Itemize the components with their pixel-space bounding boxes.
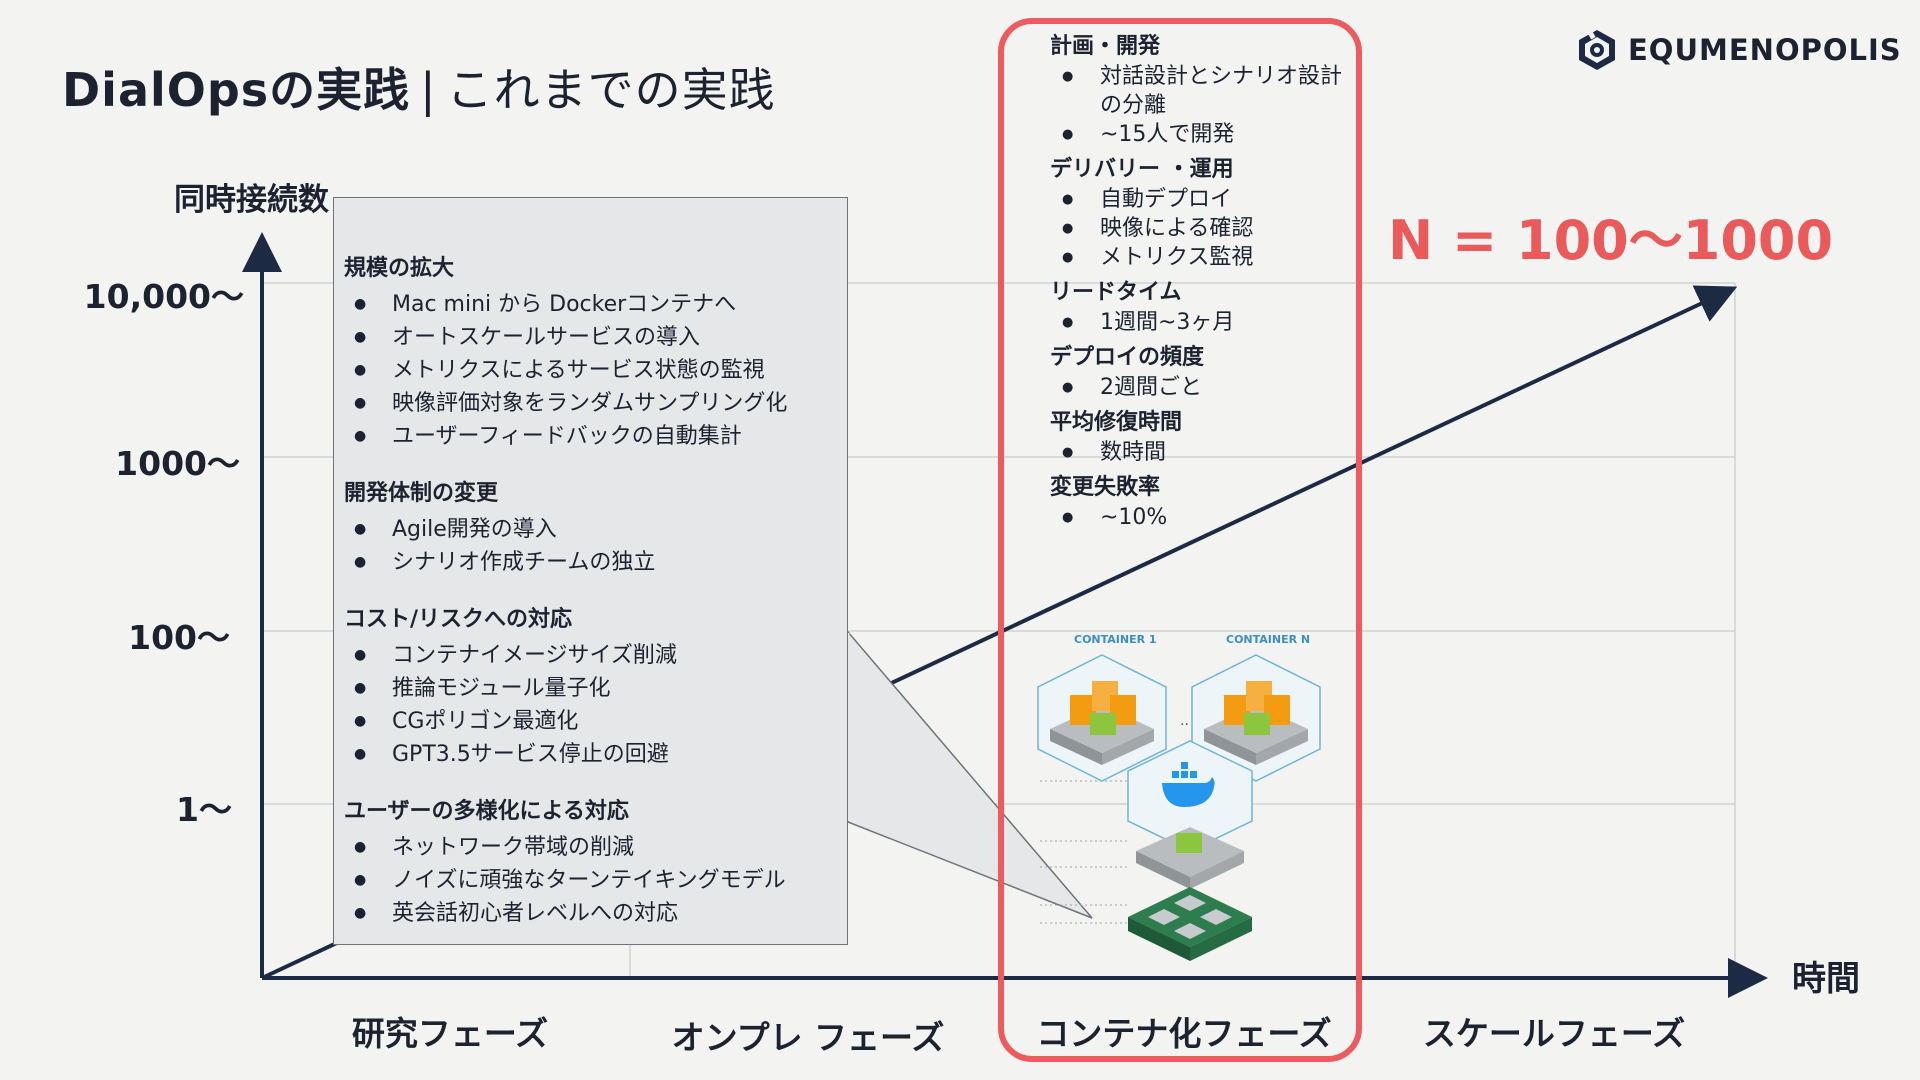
metrics-section: 計画・開発対話設計とシナリオ設計の分離~15人で開発: [1050, 32, 1360, 149]
phase-label-research: 研究フェーズ: [351, 1014, 549, 1053]
x-axis-label: 時間: [1792, 959, 1860, 999]
metrics-section-heading: リードタイム: [1050, 280, 1182, 305]
docker-layer-icon: [1127, 740, 1253, 889]
container-1-icon: [1037, 654, 1167, 782]
metrics-list-item: メトリクス監視: [1050, 243, 1360, 272]
y-tick-label: 1000〜: [115, 444, 240, 483]
callout-list-item: 映像評価対象をランダムサンプリング化: [344, 387, 835, 420]
phase-label-onprem: オンプレ フェーズ: [671, 1018, 945, 1057]
callout-section-heading: コスト/リスクへの対応: [344, 607, 573, 632]
metrics-list: 自動デプロイ映像による確認メトリクス監視: [1050, 185, 1360, 272]
callout-section: 規模の拡大 Mac mini から Dockerコンテナへオートスケールサービスの…: [344, 250, 835, 453]
metrics-list: 2週間ごと: [1050, 373, 1360, 402]
metrics-section: 平均修復時間数時間: [1050, 408, 1360, 467]
callout-list-item: コンテナイメージサイズ削減: [344, 639, 835, 672]
metrics-list-item: 対話設計とシナリオ設計の分離: [1050, 62, 1360, 120]
metrics-section-heading: デプロイの頻度: [1050, 345, 1205, 370]
metrics-list: 数時間: [1050, 438, 1360, 467]
y-axis-label: 同時接続数: [174, 182, 329, 218]
metrics-list-item: ~15人で開発: [1050, 120, 1360, 149]
metrics-list: ~10%: [1050, 503, 1360, 532]
callout-list-item: ノイズに頑強なターンテイキングモデル: [344, 864, 835, 897]
metrics-section: デプロイの頻度 2週間ごと: [1050, 343, 1360, 402]
metrics-section: 変更失敗率 ~10%: [1050, 473, 1360, 532]
metrics-list-item: 1週間~3ヶ月: [1050, 308, 1360, 337]
callout-box: 規模の拡大 Mac mini から Dockerコンテナへオートスケールサービスの…: [333, 197, 848, 945]
metrics-section: リードタイム 1週間~3ヶ月: [1050, 278, 1360, 337]
callout-list-item: 英会話初心者レベルへの対応: [344, 897, 835, 930]
callout-list-item: CGポリゴン最適化: [344, 705, 835, 738]
metrics-section-heading: 変更失敗率: [1050, 475, 1161, 500]
callout-section: ユーザーの多様化による対応ネットワーク帯域の削減ノイズに頑強なターンテイキングモ…: [344, 793, 835, 930]
title-separator: |: [420, 63, 437, 117]
container-1-label: CONTAINER 1: [1074, 633, 1157, 646]
svg-text:..: ..: [1180, 713, 1189, 729]
hardware-board-icon: [1128, 887, 1252, 961]
callout-list: コンテナイメージサイズ削減推論モジュール量子化CGポリゴン最適化GPT3.5サー…: [344, 639, 835, 771]
metrics-list-item: 自動デプロイ: [1050, 185, 1360, 214]
callout-list-item: ネットワーク帯域の削減: [344, 831, 835, 864]
callout-list-item: Agile開発の導入: [344, 513, 835, 546]
callout-list: ネットワーク帯域の削減ノイズに頑強なターンテイキングモデル英会話初心者レベルへの…: [344, 831, 835, 930]
callout-section-heading: 規模の拡大: [344, 256, 455, 281]
callout-section: コスト/リスクへの対応コンテナイメージサイズ削減推論モジュール量子化CGポリゴン…: [344, 601, 835, 771]
callout-list: Agile開発の導入シナリオ作成チームの独立: [344, 513, 835, 579]
callout-list-item: Mac mini から Dockerコンテナへ: [344, 288, 835, 321]
page-title: DialOpsの実践|これまでの実践: [62, 54, 776, 120]
metrics-list-item: 数時間: [1050, 438, 1360, 467]
callout-list-item: メトリクスによるサービス状態の監視: [344, 354, 835, 387]
callout-section-heading: 開発体制の変更: [344, 481, 499, 506]
logo: EQUMENOPOLIS: [1576, 28, 1902, 72]
y-tick-label: 10,000〜: [83, 277, 244, 316]
callout-list-item: ユーザーフィードバックの自動集計: [344, 420, 835, 453]
callout-list-item: 推論モジュール量子化: [344, 672, 835, 705]
y-tick-label: 100〜: [128, 618, 230, 657]
container-n-label: CONTAINER N: [1226, 633, 1310, 646]
callout-section: 開発体制の変更 Agile開発の導入シナリオ作成チームの独立: [344, 475, 835, 579]
metrics-section-heading: 平均修復時間: [1050, 410, 1183, 435]
metrics-section-heading: 計画・開発: [1050, 34, 1161, 59]
title-light: これまでの実践: [446, 63, 776, 117]
callout-list-item: GPT3.5サービス停止の回避: [344, 738, 835, 771]
phase-label-scale: スケールフェーズ: [1422, 1014, 1686, 1053]
y-tick-label: 1〜: [176, 790, 232, 829]
container-n-icon: [1191, 654, 1321, 782]
n-annotation: N = 100〜1000: [1388, 209, 1834, 272]
container-phase-highlight: [998, 18, 1362, 1062]
callout-list-item: シナリオ作成チームの独立: [344, 546, 835, 579]
metrics-section: デリバリー ・運用自動デプロイ映像による確認メトリクス監視: [1050, 155, 1360, 272]
callout-list-item: オートスケールサービスの導入: [344, 321, 835, 354]
logo-text: EQUMENOPOLIS: [1628, 33, 1902, 67]
metrics-section-heading: デリバリー ・運用: [1050, 157, 1234, 182]
phase-label-container: コンテナ化フェーズ: [1036, 1014, 1332, 1053]
metrics-list: 1週間~3ヶ月: [1050, 308, 1360, 337]
metrics-list: 対話設計とシナリオ設計の分離~15人で開発: [1050, 62, 1360, 149]
metrics-list-item: ~10%: [1050, 503, 1360, 532]
metrics-list-item: 2週間ごと: [1050, 373, 1360, 402]
title-bold: DialOpsの実践: [62, 63, 411, 117]
container-stack-illustration: CONTAINER 1 CONTAINER N ..: [1037, 633, 1321, 961]
callout-section-heading: ユーザーの多様化による対応: [344, 799, 629, 824]
hexagon-gear-icon: [1579, 30, 1615, 70]
metrics-list-item: 映像による確認: [1050, 214, 1360, 243]
callout-list: Mac mini から Dockerコンテナへオートスケールサービスの導入メトリ…: [344, 288, 835, 453]
